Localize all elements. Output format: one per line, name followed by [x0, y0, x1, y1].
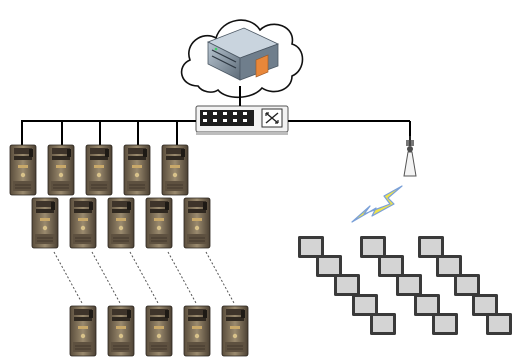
desktop-pc — [183, 305, 211, 357]
continuation-line — [91, 251, 121, 304]
tablet-device — [486, 313, 512, 335]
desktop-pc — [69, 197, 97, 249]
desktop-pc — [9, 144, 37, 196]
continuation-line — [167, 251, 197, 304]
desktop-pcs — [9, 144, 249, 357]
desktop-pc — [183, 197, 211, 249]
antenna-icon — [403, 136, 417, 177]
desktop-pc — [107, 197, 135, 249]
tablet-device — [436, 255, 462, 277]
desktop-pc — [69, 305, 97, 357]
tablet-device — [298, 236, 324, 258]
server — [207, 27, 280, 81]
tablet-device — [414, 294, 440, 316]
continuation-line — [129, 251, 159, 304]
switch — [195, 105, 289, 135]
tablet-device — [432, 313, 458, 335]
desktop-pc — [145, 197, 173, 249]
wireless-link — [351, 185, 403, 223]
tablet-device — [418, 236, 444, 258]
tablet-device — [360, 236, 386, 258]
desktop-pc — [145, 305, 173, 357]
desktop-pc — [221, 305, 249, 357]
desktop-pc — [47, 144, 75, 196]
tablet-devices — [298, 236, 512, 335]
tablet-device — [352, 294, 378, 316]
tablet-device — [334, 274, 360, 296]
continuation-line — [205, 251, 235, 304]
tablet-device — [472, 294, 498, 316]
desktop-pc — [31, 197, 59, 249]
tablet-device — [370, 313, 396, 335]
lightning-bolt-icon — [351, 185, 403, 223]
tablet-device — [454, 274, 480, 296]
desktop-pc — [123, 144, 151, 196]
wireless-antenna — [403, 136, 417, 177]
tablet-device — [378, 255, 404, 277]
continuation-lines — [53, 251, 235, 304]
network-links — [21, 86, 411, 145]
desktop-pc — [161, 144, 189, 196]
tablet-device — [316, 255, 342, 277]
network-switch-icon — [195, 105, 289, 135]
desktop-pc — [85, 144, 113, 196]
desktop-pc — [107, 305, 135, 357]
tablet-device — [396, 274, 422, 296]
rack-server-icon — [207, 27, 280, 81]
continuation-line — [53, 251, 83, 304]
